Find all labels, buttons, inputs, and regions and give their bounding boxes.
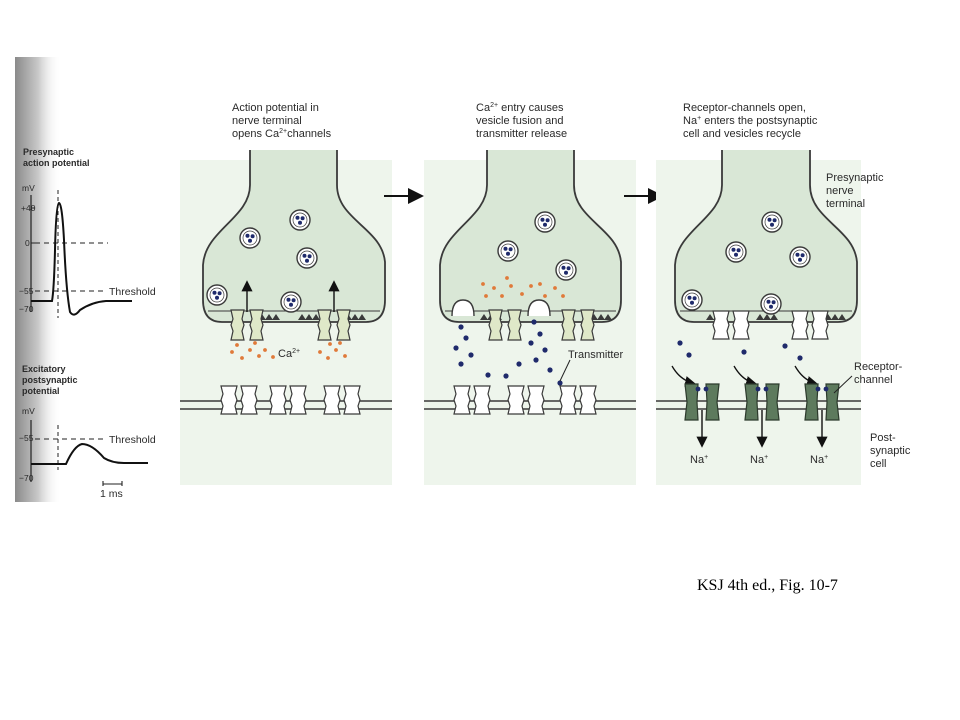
postsynaptic-unit: mV bbox=[22, 406, 35, 416]
fusing-vesicle-1 bbox=[451, 299, 475, 317]
postsynaptic-title-3: potential bbox=[22, 386, 60, 396]
tick-minus55: −55 bbox=[19, 286, 34, 296]
calcium-ions-1 bbox=[230, 341, 347, 360]
tick-0: 0 bbox=[25, 238, 30, 248]
threshold-label-pre: Threshold bbox=[109, 286, 156, 298]
na-label-2: Na+ bbox=[750, 454, 768, 466]
presynaptic-title-2: action potential bbox=[23, 158, 90, 168]
na-label-1: Na+ bbox=[690, 454, 708, 466]
presynaptic-terminal-2 bbox=[439, 150, 622, 323]
figure-caption: KSJ 4th ed., Fig. 10-7 bbox=[697, 577, 838, 594]
panel-2: Ca2+ entry causes vesicle fusion and tra… bbox=[424, 102, 636, 485]
presynaptic-unit: mV bbox=[22, 183, 35, 193]
presynaptic-label-1: Presynaptic bbox=[826, 172, 884, 184]
fusing-vesicle-2 bbox=[527, 299, 551, 317]
panel-2-text-2: vesicle fusion and bbox=[476, 115, 563, 127]
receptor-pointer bbox=[833, 375, 853, 394]
time-scale-label: 1 ms bbox=[100, 488, 123, 500]
panel-1-text-1: Action potential in bbox=[232, 102, 319, 114]
na-label-3: Na+ bbox=[810, 454, 828, 466]
presynaptic-title-1: Presynaptic bbox=[23, 147, 74, 157]
presynaptic-plot: Presynaptic action potential mV +40 0 −5… bbox=[19, 147, 156, 318]
presynaptic-terminal-3 bbox=[674, 150, 858, 323]
postsynaptic-title-1: Excitatory bbox=[22, 364, 66, 374]
ca-label: Ca2+ bbox=[278, 348, 300, 360]
panel-1: Action potential in nerve terminal opens… bbox=[180, 102, 392, 485]
presynaptic-label-2: nerve bbox=[826, 185, 854, 197]
panel-3: Receptor-channels open, Na+ enters the p… bbox=[656, 102, 884, 485]
binding-arrow-2 bbox=[733, 365, 757, 387]
panel-1-text-2: nerve terminal bbox=[232, 115, 302, 127]
epsp-trace bbox=[31, 442, 148, 465]
binding-arrow-1 bbox=[671, 365, 696, 387]
panel-1-text-3: opens Ca2+channels bbox=[232, 128, 332, 140]
postsynaptic-label-3: cell bbox=[870, 458, 887, 470]
transmitter-label: Transmitter bbox=[568, 349, 624, 361]
time-scale-bar bbox=[102, 481, 123, 486]
transmitter-molecules-2 bbox=[453, 319, 563, 386]
panel-3-text-3: cell and vesicles recycle bbox=[683, 128, 801, 140]
tick-post-minus55: −55 bbox=[19, 433, 34, 443]
transmitter-pointer bbox=[559, 359, 571, 382]
action-potential-trace bbox=[31, 201, 132, 316]
calcium-ions-2 bbox=[481, 276, 565, 298]
transmitter-molecules-3 bbox=[677, 340, 803, 361]
threshold-label-post: Threshold bbox=[109, 434, 156, 446]
postsynaptic-plot: Excitatory postsynaptic potential mV −55… bbox=[19, 364, 156, 500]
receptor-label-2: channel bbox=[854, 374, 893, 386]
tick-post-minus70: −70 bbox=[19, 473, 34, 483]
postsynaptic-title-2: postsynaptic bbox=[22, 375, 78, 385]
panel-3-text-2: Na+ enters the postsynaptic bbox=[683, 115, 818, 127]
panel-2-text-1: Ca2+ entry causes bbox=[476, 102, 564, 114]
binding-arrow-3 bbox=[794, 365, 818, 387]
tick-minus70: −70 bbox=[19, 304, 34, 314]
presynaptic-label-3: terminal bbox=[826, 198, 865, 210]
tick-plus40: +40 bbox=[21, 203, 36, 213]
receptor-label-1: Receptor- bbox=[854, 361, 903, 373]
panel-2-text-3: transmitter release bbox=[476, 128, 567, 140]
presynaptic-terminal-1 bbox=[202, 150, 386, 323]
postsynaptic-label-1: Post- bbox=[870, 432, 896, 444]
postsynaptic-label-2: synaptic bbox=[870, 445, 911, 457]
panel-3-text-1: Receptor-channels open, bbox=[683, 102, 806, 114]
